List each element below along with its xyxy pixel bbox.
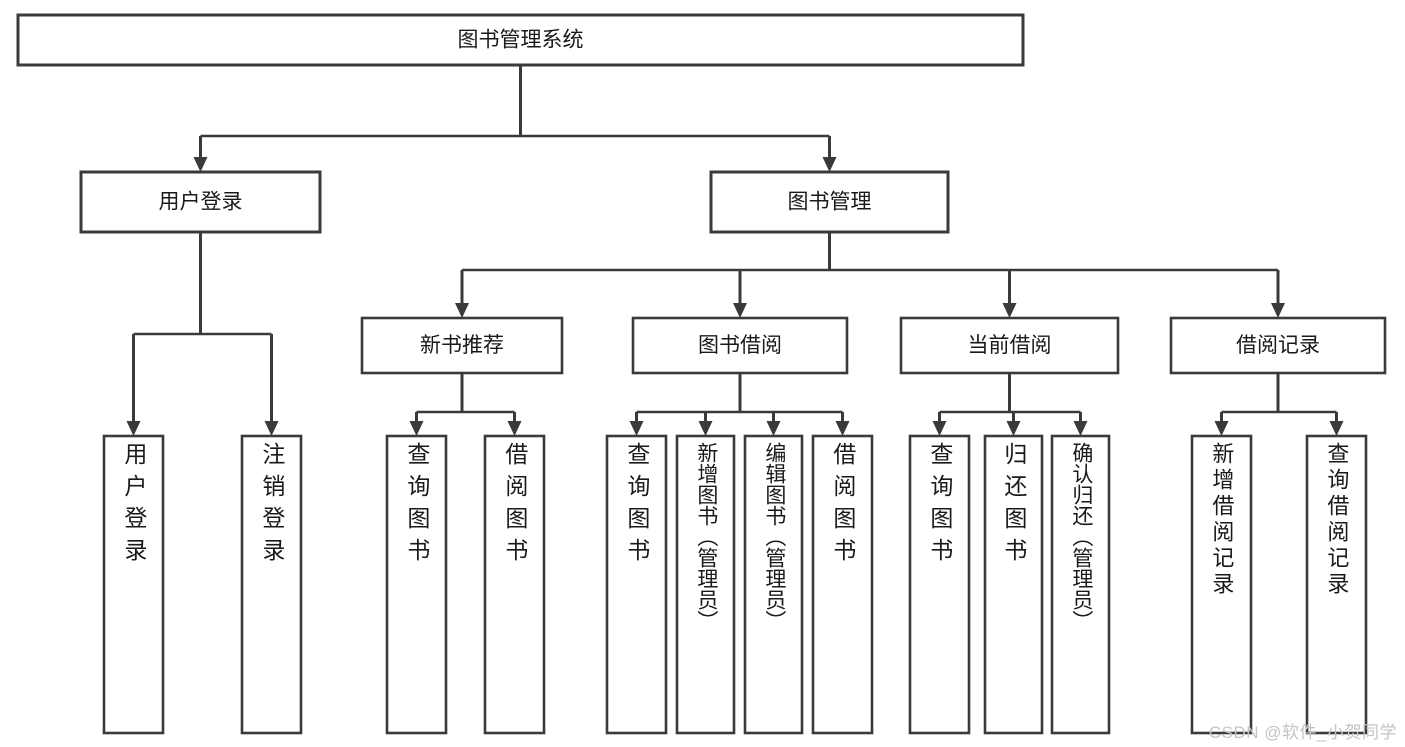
node-label-current-borrow: 当前借阅 xyxy=(968,334,1052,357)
book-borrow-drop-bb-add-book-arrowhead xyxy=(698,421,713,436)
book-borrow-drop-bb-edit-book-arrowhead xyxy=(766,421,781,436)
node-label-user-login: 用户登录 xyxy=(159,191,243,214)
node-label-root: 图书管理系统 xyxy=(458,29,584,52)
node-box-nbr-borrow-book xyxy=(483,434,546,735)
node-bb-add-book[interactable] xyxy=(675,434,736,735)
book-manage-drop-new-book-recommend-arrowhead xyxy=(455,303,469,318)
node-box-bb-borrow-book xyxy=(811,434,874,735)
node-box-cb-query-book xyxy=(908,434,971,735)
node-br-add-record[interactable] xyxy=(1190,434,1253,735)
user-login-drop-user-logout-arrowhead xyxy=(264,421,279,436)
node-box-bb-edit-book xyxy=(743,434,804,735)
book-manage-drop-book-borrow-arrowhead xyxy=(733,303,747,318)
node-new-book-recommend[interactable]: 新书推荐 xyxy=(360,316,564,375)
node-nbr-borrow-book[interactable] xyxy=(483,434,546,735)
node-box-current-borrow xyxy=(899,316,1120,375)
node-box-book-borrow xyxy=(631,316,849,375)
borrow-record-drop-br-query-record-arrowhead xyxy=(1329,421,1344,436)
node-book-manage[interactable]: 图书管理 xyxy=(709,170,950,234)
node-box-borrow-record xyxy=(1169,316,1387,375)
node-label-borrow-record: 借阅记录 xyxy=(1236,334,1320,357)
node-box-user-logout xyxy=(240,434,303,735)
new-book-recommend-drop-nbr-borrow-book-arrowhead xyxy=(507,421,522,436)
node-box-br-add-record xyxy=(1190,434,1253,735)
node-cb-confirm-return[interactable] xyxy=(1050,434,1111,735)
node-box-user-login xyxy=(79,170,322,234)
node-box-cb-return-book xyxy=(983,434,1044,735)
connector-layer xyxy=(126,65,1344,436)
node-box-user-login-do xyxy=(102,434,165,735)
node-root[interactable]: 图书管理系统 xyxy=(16,13,1025,67)
node-cb-return-book[interactable] xyxy=(983,434,1044,735)
node-box-new-book-recommend xyxy=(360,316,564,375)
node-book-borrow[interactable]: 图书借阅 xyxy=(631,316,849,375)
node-bb-query-book[interactable] xyxy=(605,434,668,735)
new-book-recommend-drop-nbr-query-book-arrowhead xyxy=(409,421,424,436)
root-drop-user-login-arrowhead xyxy=(193,157,208,172)
book-borrow-drop-bb-borrow-book-arrowhead xyxy=(835,421,850,436)
node-user-login[interactable]: 用户登录 xyxy=(79,170,322,234)
node-user-login-do[interactable] xyxy=(102,434,165,735)
node-label-book-borrow: 图书借阅 xyxy=(698,334,782,357)
book-manage-drop-borrow-record-arrowhead xyxy=(1271,303,1285,318)
borrow-record-drop-br-add-record-arrowhead xyxy=(1214,421,1229,436)
node-label-new-book-recommend: 新书推荐 xyxy=(420,334,504,357)
node-nbr-query-book[interactable] xyxy=(385,434,448,735)
current-borrow-drop-cb-query-book-arrowhead xyxy=(932,421,947,436)
node-box-bb-query-book xyxy=(605,434,668,735)
current-borrow-drop-cb-confirm-return-arrowhead xyxy=(1073,421,1088,436)
current-borrow-drop-cb-return-book-arrowhead xyxy=(1006,421,1021,436)
node-bb-edit-book[interactable] xyxy=(743,434,804,735)
node-br-query-record[interactable] xyxy=(1305,434,1368,735)
book-manage-drop-current-borrow-arrowhead xyxy=(1002,303,1017,318)
watermark: CSDN @软件_小贺同学 xyxy=(1208,723,1397,742)
node-cb-query-book[interactable] xyxy=(908,434,971,735)
root-drop-book-manage-arrowhead xyxy=(822,157,837,172)
node-borrow-record[interactable]: 借阅记录 xyxy=(1169,316,1387,375)
node-box-br-query-record xyxy=(1305,434,1368,735)
node-user-logout[interactable] xyxy=(240,434,303,735)
node-box-nbr-query-book xyxy=(385,434,448,735)
node-box-book-manage xyxy=(709,170,950,234)
book-borrow-drop-bb-query-book-arrowhead xyxy=(629,421,644,436)
node-current-borrow[interactable]: 当前借阅 xyxy=(899,316,1120,375)
node-box-cb-confirm-return xyxy=(1050,434,1111,735)
node-box-root xyxy=(16,13,1025,67)
user-login-drop-user-login-do-arrowhead xyxy=(126,421,141,436)
node-box-bb-add-book xyxy=(675,434,736,735)
node-label-book-manage: 图书管理 xyxy=(788,191,872,214)
node-bb-borrow-book[interactable] xyxy=(811,434,874,735)
